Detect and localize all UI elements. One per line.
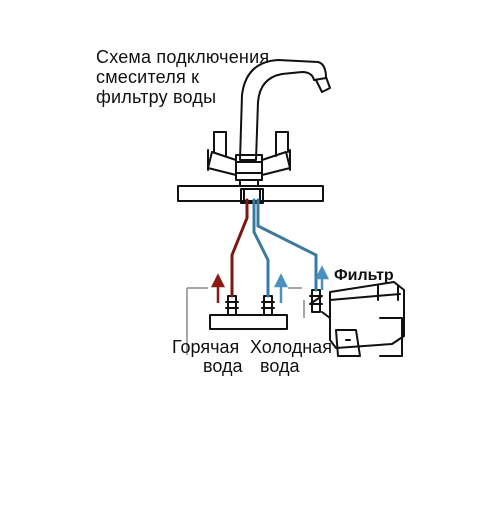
filter-housing bbox=[379, 317, 403, 357]
cold-water-label: Холодная bbox=[250, 337, 332, 357]
hot-water-label-line2: вода bbox=[203, 356, 243, 376]
water-filter bbox=[329, 281, 405, 349]
left-handle bbox=[207, 151, 237, 176]
filter-lower bbox=[335, 329, 361, 357]
mounting-nut bbox=[240, 188, 264, 204]
right-handle bbox=[261, 151, 291, 176]
filter-hose bbox=[256, 198, 318, 292]
faucet-spout-tip bbox=[315, 76, 331, 93]
hot-supply-outline bbox=[186, 287, 208, 355]
faucet-body-ring bbox=[235, 161, 263, 174]
right-handle-lever bbox=[275, 131, 289, 157]
faucet-body bbox=[235, 154, 263, 181]
filter-fitting bbox=[309, 289, 323, 313]
countertop bbox=[177, 185, 324, 202]
hot-fitting bbox=[225, 295, 239, 316]
cold-water-label-line2: вода bbox=[260, 356, 300, 376]
cold-hose bbox=[252, 198, 270, 298]
cold-fitting bbox=[261, 295, 275, 316]
left-handle-lever bbox=[213, 131, 227, 157]
filter-label: Фильтр bbox=[334, 267, 394, 284]
hot-hose bbox=[230, 198, 249, 298]
shutoff-valve-block bbox=[209, 314, 288, 330]
diagram-title: Схема подключения смесителя к фильтру во… bbox=[96, 47, 270, 107]
faucet-spout bbox=[239, 59, 327, 161]
hot-water-label: Горячая bbox=[172, 337, 240, 357]
